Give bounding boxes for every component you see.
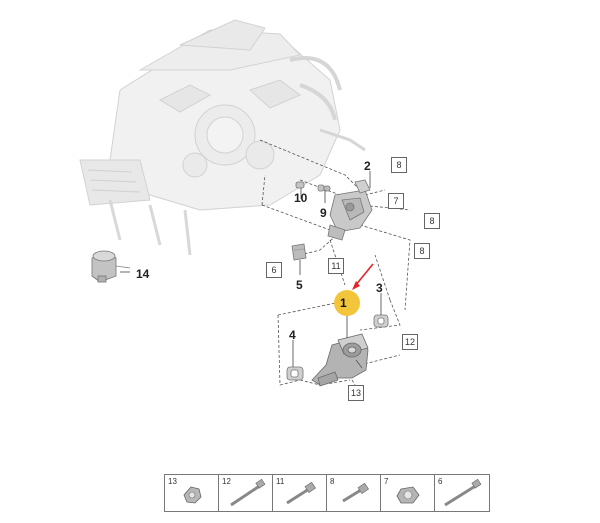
box-label-6[interactable]: 6 xyxy=(266,262,282,278)
bracket-assembly xyxy=(327,179,373,241)
highlight-arrow xyxy=(352,263,374,290)
legend-number: 6 xyxy=(438,477,443,486)
legend-number: 12 xyxy=(222,477,231,486)
box-label-11[interactable]: 11 xyxy=(328,258,344,274)
long-bolt-icon xyxy=(444,478,482,507)
callout-1[interactable]: 1 xyxy=(340,296,347,310)
legend-number: 13 xyxy=(168,477,177,486)
legend-cell-8[interactable]: 8 xyxy=(327,475,381,511)
callout-5[interactable]: 5 xyxy=(296,278,303,292)
legend-number: 8 xyxy=(330,477,335,486)
legend-cell-7[interactable]: 7 xyxy=(381,475,435,511)
box-label-8-top[interactable]: 8 xyxy=(391,157,407,173)
box-label-13[interactable]: 13 xyxy=(348,385,364,401)
legend-cell-12[interactable]: 12 xyxy=(219,475,273,511)
callout-2[interactable]: 2 xyxy=(364,159,371,173)
short-bolt-icon xyxy=(342,482,369,503)
long-bolt-icon xyxy=(230,478,266,507)
legend-number: 7 xyxy=(384,477,389,486)
part-5-mount xyxy=(291,243,307,261)
part-14-component xyxy=(91,250,131,283)
parts-legend: 13 12 11 8 7 6 xyxy=(164,474,490,512)
callout-14[interactable]: 14 xyxy=(136,267,150,281)
part-1-engine-mount xyxy=(311,333,369,387)
callout-9[interactable]: 9 xyxy=(320,206,327,220)
bolt-icon xyxy=(286,481,316,505)
flange-nut-icon xyxy=(396,486,420,504)
legend-cell-13[interactable]: 13 xyxy=(165,475,219,511)
box-label-7[interactable]: 7 xyxy=(388,193,404,209)
callout-leaders xyxy=(120,171,382,367)
legend-cell-11[interactable]: 11 xyxy=(273,475,327,511)
part-3-washer xyxy=(373,314,389,328)
sensor-parts xyxy=(295,181,331,192)
box-label-12[interactable]: 12 xyxy=(402,334,418,350)
part-1-highlight xyxy=(334,290,360,316)
nut-icon xyxy=(183,486,202,504)
part-4-washer xyxy=(286,366,304,381)
box-label-8-mid[interactable]: 8 xyxy=(424,213,440,229)
callout-10[interactable]: 10 xyxy=(294,191,308,205)
callout-4[interactable]: 4 xyxy=(289,328,296,342)
legend-number: 11 xyxy=(276,477,285,486)
box-label-8-low[interactable]: 8 xyxy=(414,243,430,259)
callout-3[interactable]: 3 xyxy=(376,281,383,295)
engine-illustration xyxy=(79,19,366,256)
legend-cell-6[interactable]: 6 xyxy=(435,475,489,511)
